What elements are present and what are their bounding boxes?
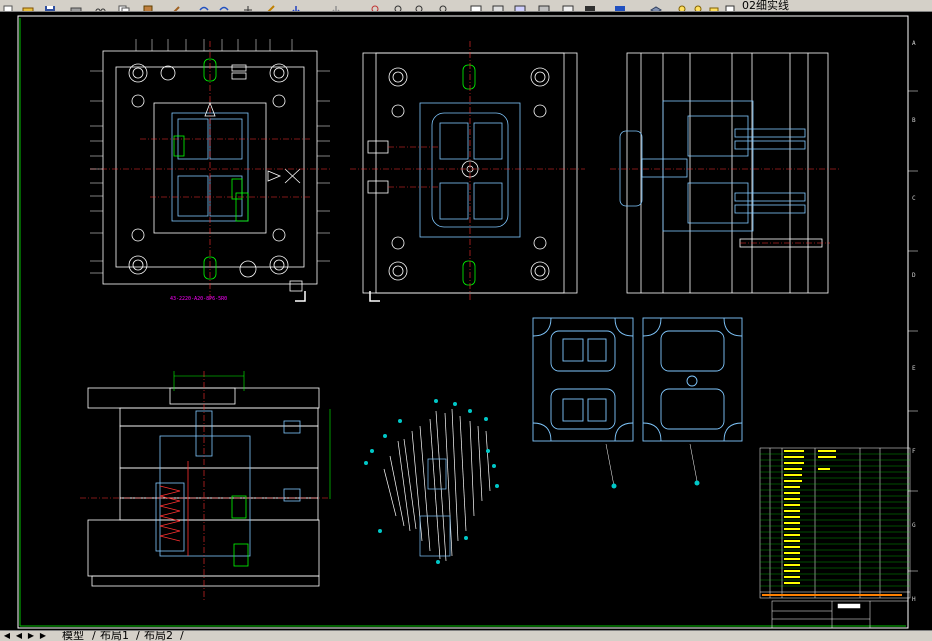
drawing-canvas[interactable]: 43-2220-A20-8P6-5R0 [0,11,932,630]
previous-tab-icon[interactable]: ◀ [15,631,23,640]
bom-cell-marks [762,450,902,596]
tab-separator: / [92,630,96,641]
border-zone-ticks [908,90,918,572]
first-tab-icon[interactable]: ◀ [3,631,11,640]
help-icon[interactable] [614,0,626,11]
plan-view-corner-mark [295,291,306,302]
side-plan-corner-mark [369,291,380,302]
front-section-centerlines [80,371,330,601]
insert-balloon-right [694,480,700,486]
bom-rows [760,453,910,587]
mold-front-section [87,387,320,587]
markup-icon[interactable] [562,0,574,11]
print-icon[interactable] [70,0,82,11]
save-icon[interactable] [44,0,56,11]
plan-centerlines [90,41,330,301]
front-section-spring [159,461,189,556]
pencil-icon[interactable] [264,0,276,11]
isometric-balloons [364,399,499,564]
side-plan-centerlines [350,41,585,301]
plan-dimension-lines [90,39,330,274]
arrow-down-disabled-icon [330,0,342,11]
calculator-icon[interactable] [584,0,596,11]
layer-color-icon[interactable] [724,0,736,11]
ejector-pin-isometric [383,408,491,562]
design-center-icon[interactable] [492,0,504,11]
border-row-letter: G [912,522,916,529]
last-tab-icon[interactable]: ▶ [39,631,47,640]
insert-leaders [605,443,698,487]
paste-icon[interactable] [142,0,154,11]
layer-properties-icon[interactable] [650,0,662,11]
border-row-letter: F [912,448,916,455]
part-number-label: 43-2220-A20-8P6-5R0 [170,296,227,302]
arrow-down-icon[interactable] [290,0,302,11]
border-row-letter: A [912,40,916,47]
copy-icon[interactable] [118,0,130,11]
cavity-insert-right [642,317,743,442]
zoom-window-icon[interactable] [393,0,405,11]
title-block [771,600,909,629]
zoom-realtime-icon[interactable] [370,0,382,11]
tab-layout1[interactable]: 布局1 [100,630,129,641]
tab-separator: / [136,630,140,641]
tab-model[interactable]: 模型 [62,630,84,641]
properties-icon[interactable] [470,0,482,11]
border-row-letter: H [912,596,916,603]
section-centerlines [610,168,840,244]
file-icon[interactable] [2,0,14,11]
tab-separator: / [180,630,184,641]
front-section-dimensions [173,371,331,499]
border-row-letter: E [912,365,916,372]
next-tab-icon[interactable]: ▶ [27,631,35,640]
tool-palette-icon[interactable] [514,0,526,11]
insert-balloon-left [611,483,617,489]
redo-icon[interactable] [218,0,230,11]
undo-icon[interactable] [198,0,210,11]
layer-freeze-icon[interactable] [692,0,704,11]
layer-on-icon[interactable] [676,0,688,11]
sheet-set-icon[interactable] [538,0,550,11]
border-row-letter: D [912,272,916,279]
open-icon[interactable] [22,0,34,11]
layer-lock-icon[interactable] [708,0,720,11]
border-row-letter: B [912,117,916,124]
match-properties-icon[interactable] [170,0,182,11]
zoom-previous-icon[interactable] [414,0,426,11]
cavity-insert-left [532,317,634,442]
pan-icon[interactable] [242,0,254,11]
tab-layout2[interactable]: 布局2 [144,630,173,641]
drawing-border [17,15,909,629]
bill-of-materials [759,447,911,599]
mold-section-view [619,52,829,294]
border-row-letter: C [912,195,916,202]
cut-icon[interactable] [94,0,106,11]
layout-tabs-bar: ◀ ◀ ▶ ▶ 模型 / 布局1 / 布局2 / [0,630,932,641]
zoom-extents-icon[interactable] [438,0,450,11]
toolbar: 02细实线 [0,0,932,12]
layer-dropdown-value[interactable]: 02细实线 [742,0,789,12]
